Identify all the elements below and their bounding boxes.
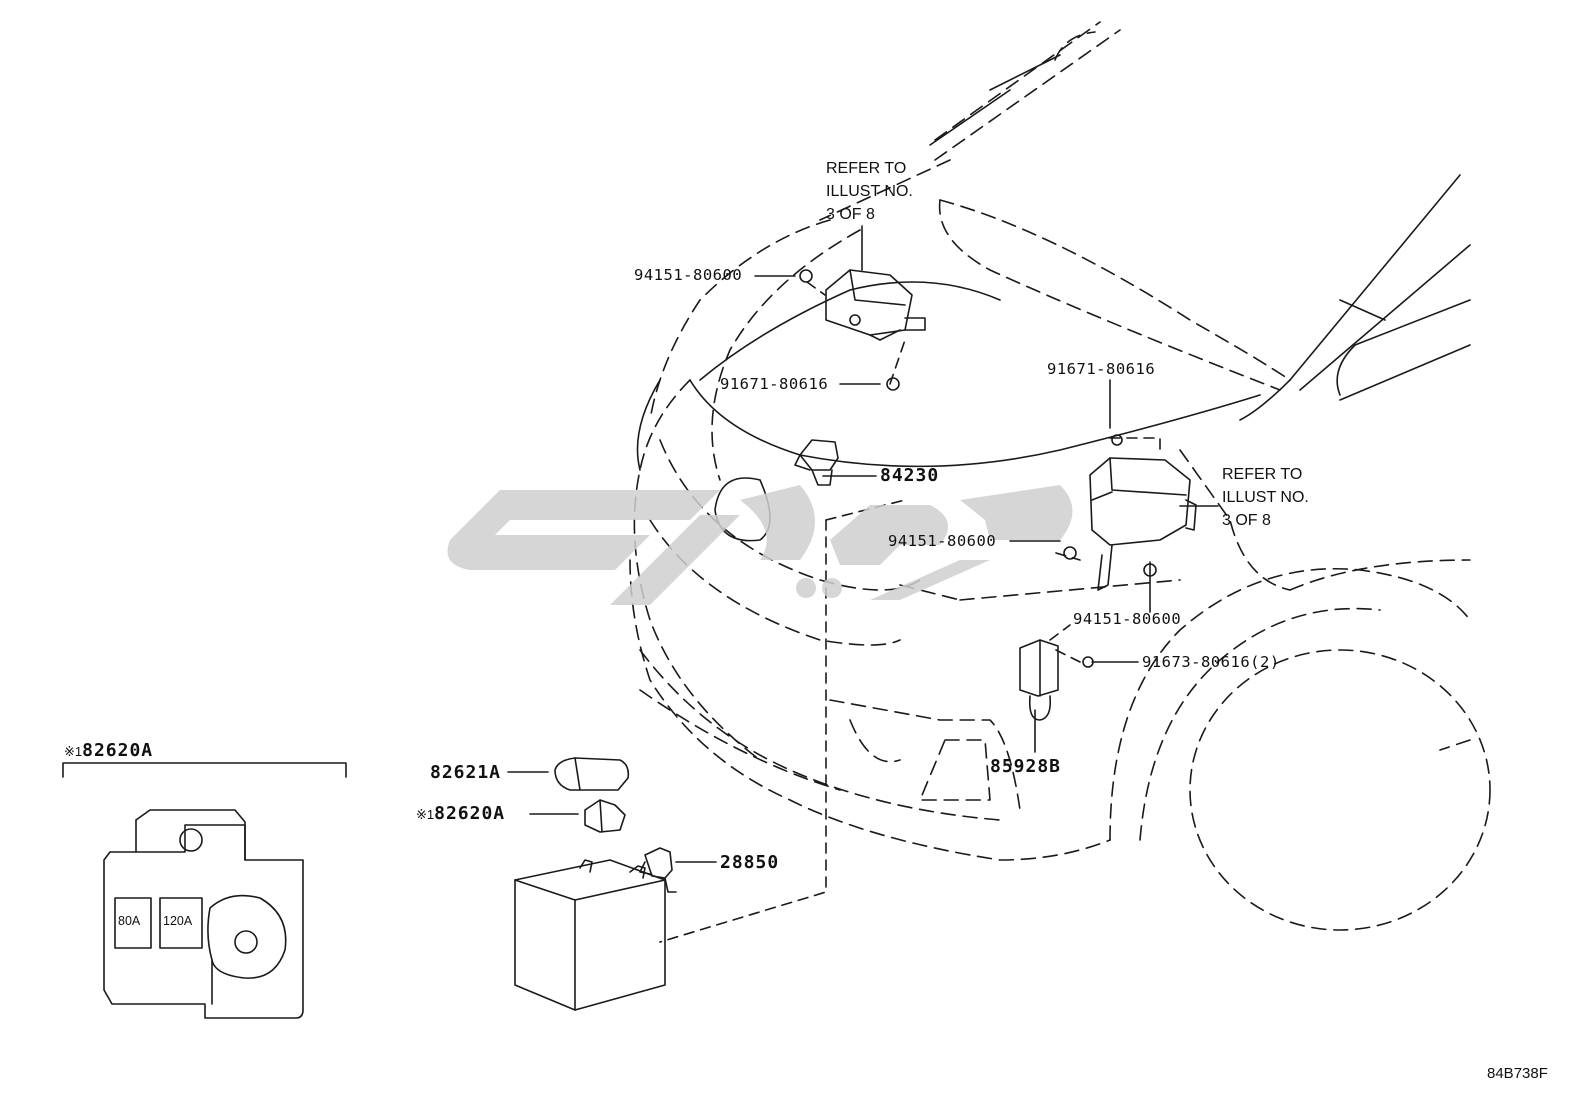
bracket-84230 (794, 439, 839, 486)
sensor-85928B (1019, 639, 1094, 721)
diagram-id: 84B738F (1487, 1065, 1548, 1082)
refer-note-top: REFER TO ILLUST NO. 3 OF 8 (826, 160, 913, 223)
part-label-91671-left: 91671-80616 (720, 375, 829, 393)
main-fuse-block (1063, 434, 1197, 591)
part-label-91671-right: 91671-80616 (1047, 360, 1156, 378)
part-label-94151-right: 94151-80600 (1073, 610, 1182, 628)
terminal-cover-82621A (554, 757, 630, 791)
front-wheel (1109, 567, 1491, 931)
windshield-outline (934, 21, 1121, 161)
part-label-94151-mid: 94151-80600 (888, 532, 997, 550)
front-bumper (629, 559, 1181, 861)
watermark-logo (447, 485, 1073, 605)
note-symbol: ※1 (416, 807, 435, 822)
part-label-85928B: 85928B (990, 756, 1062, 777)
detail-part-number: 82620A (82, 740, 154, 761)
detail-82620A (103, 809, 304, 1019)
windshield-edge (929, 54, 1061, 146)
fuse-label-120a: 120A (163, 914, 193, 928)
detail-bracket (62, 762, 347, 778)
a-pillar (1289, 174, 1471, 401)
upper-relay-block (799, 269, 926, 391)
leader-lines (507, 225, 1219, 863)
battery (514, 859, 666, 1011)
part-label-28850: 28850 (720, 852, 780, 873)
hood-edge (689, 281, 1291, 468)
fusible-link-82620A (584, 799, 626, 833)
part-label-94151-top: 94151-80600 (634, 266, 743, 284)
detail-title: ※182620A (64, 740, 153, 761)
part-label-84230: 84230 (880, 465, 940, 486)
part-label-82620A: ※182620A (416, 803, 505, 824)
part-label-82621A: 82621A (430, 762, 502, 783)
note-symbol: ※1 (64, 744, 83, 759)
fuse-label-80a: 80A (118, 914, 141, 928)
refer-note-right: REFER TO ILLUST NO. 3 OF 8 (1222, 466, 1309, 529)
part-number: 82620A (434, 803, 506, 824)
part-label-91673: 91673-80616(2) (1142, 653, 1280, 671)
